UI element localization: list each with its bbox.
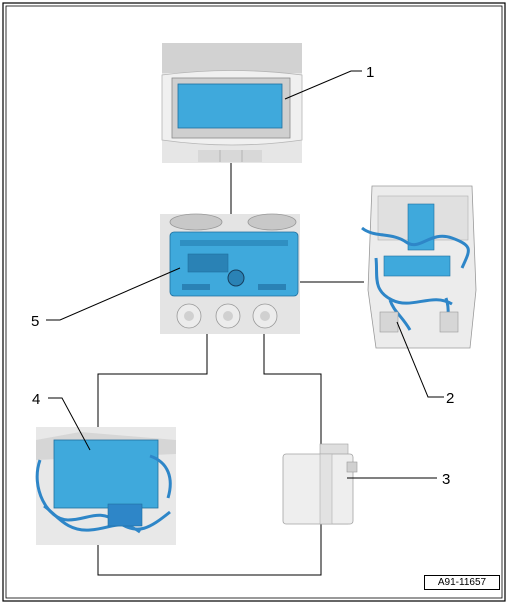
callout-2: 2 <box>446 390 454 407</box>
display-screen-highlight <box>177 83 283 129</box>
connection-lines <box>97 162 364 576</box>
control-unit-4-illustration <box>35 427 176 545</box>
callout-leaders <box>46 70 444 479</box>
radio-unit-illustration <box>160 213 300 334</box>
inner-border <box>5 5 503 599</box>
radio-highlight <box>169 231 299 297</box>
leader-4 <box>48 397 91 451</box>
control-unit-3-illustration <box>282 443 358 525</box>
leader-5 <box>46 267 181 321</box>
callout-5: 5 <box>31 313 39 330</box>
control-unit-4-highlight <box>53 439 159 509</box>
line-radio-to-control-unit-3 <box>263 333 322 444</box>
leader-1 <box>284 70 362 100</box>
display-unit-illustration <box>161 43 303 163</box>
callout-3: 3 <box>442 471 450 488</box>
callout-1: 1 <box>366 64 374 81</box>
roof-module-illustration <box>361 185 477 349</box>
line-radio-to-control-unit-4 <box>97 333 208 427</box>
leader-2 <box>396 321 444 398</box>
callout-4: 4 <box>32 391 40 408</box>
figure-reference-code: A91-11657 <box>424 575 500 590</box>
line-unit-4-to-unit-3 <box>97 524 322 576</box>
